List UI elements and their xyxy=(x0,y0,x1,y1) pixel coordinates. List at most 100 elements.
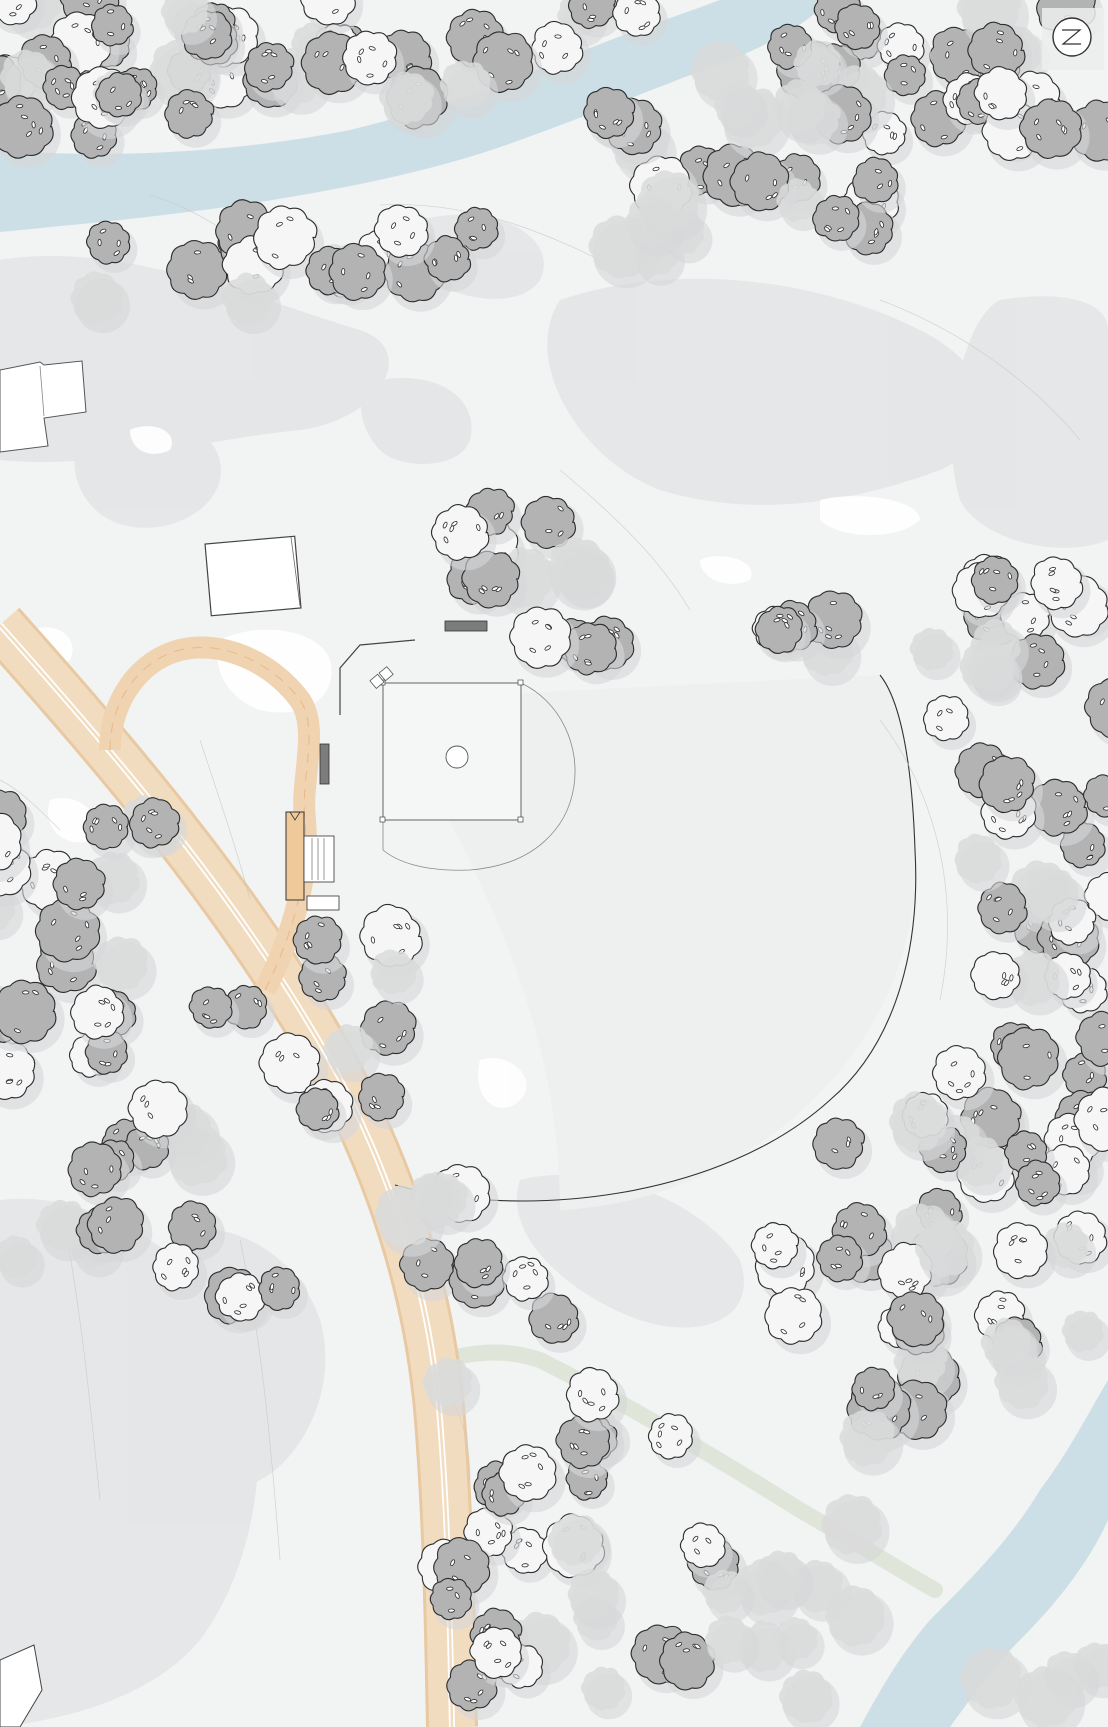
tree-branch-mark xyxy=(1101,1048,1108,1053)
tree-branch-mark xyxy=(322,51,329,57)
tree-icon xyxy=(970,951,1028,1009)
tree-canopy-shape xyxy=(0,1235,38,1279)
tree-branch-mark xyxy=(834,634,842,639)
tree-branch-mark xyxy=(505,1662,512,1668)
tree-canopy-shape xyxy=(244,41,295,93)
tree-canopy-shape xyxy=(292,915,343,965)
tree-branch-mark xyxy=(105,1206,113,1212)
tree-icon xyxy=(825,1585,894,1656)
tree-icon xyxy=(754,1550,814,1611)
tree-branch-mark xyxy=(920,1310,927,1317)
tree-icon xyxy=(531,20,591,84)
tree-canopy-shape xyxy=(429,1577,473,1621)
tree-canopy-shape xyxy=(127,1079,188,1139)
tree-branch-mark xyxy=(234,1310,242,1315)
tree-branch-mark xyxy=(820,8,825,17)
tree-icon xyxy=(501,1256,556,1311)
tree-canopy-shape xyxy=(1030,556,1084,611)
tree-canopy-shape xyxy=(704,1615,753,1665)
tree-branch-mark xyxy=(583,1429,591,1435)
tree-icon xyxy=(342,30,405,95)
tree-branch-mark xyxy=(996,1038,1002,1046)
tree-branch-mark xyxy=(978,1109,984,1116)
tree-icon xyxy=(567,1568,626,1629)
tree-branch-mark xyxy=(658,1422,665,1429)
tree-icon xyxy=(244,41,301,101)
tree-icon xyxy=(70,271,130,334)
tree-branch-mark xyxy=(402,216,410,221)
tree-canopy-shape xyxy=(750,1222,800,1270)
tree-canopy-shape xyxy=(358,1072,406,1122)
tree-branch-mark xyxy=(245,1285,252,1292)
tree-branch-mark xyxy=(491,586,499,591)
tree-branch-mark xyxy=(32,990,39,995)
tree-branch-mark xyxy=(996,38,1003,44)
tree-branch-mark xyxy=(950,1146,955,1154)
tree-branch-mark xyxy=(539,52,544,59)
tree-branch-mark xyxy=(253,997,259,1005)
tree-branch-mark xyxy=(332,8,339,14)
tree-branch-mark xyxy=(200,1230,206,1237)
tree-icon xyxy=(968,646,1023,703)
tree-icon xyxy=(702,1569,755,1623)
tree-icon xyxy=(883,54,934,105)
tree-branch-mark xyxy=(51,919,57,926)
tree-branch-mark xyxy=(946,708,953,714)
tree-canopy-shape xyxy=(923,695,970,742)
tree-branch-mark xyxy=(1087,1106,1093,1113)
tree-branch-mark xyxy=(1036,1196,1044,1201)
tree-canopy-shape xyxy=(567,1568,619,1620)
tree-branch-mark xyxy=(887,179,893,187)
tree-canopy-shape xyxy=(0,979,57,1045)
tree-branch-mark xyxy=(1016,783,1021,791)
tree-branch-mark xyxy=(525,1541,532,1548)
tree-branch-mark xyxy=(613,626,620,633)
tree-branch-mark xyxy=(773,617,781,623)
tree-branch-mark xyxy=(118,823,123,831)
tree-branch-mark xyxy=(113,1050,118,1058)
tree-branch-mark xyxy=(993,569,1001,575)
tree-branch-mark xyxy=(368,46,376,51)
tree-branch-mark xyxy=(587,1401,595,1406)
tree-branch-mark xyxy=(587,17,595,22)
tree-branch-mark xyxy=(339,64,345,71)
tree-branch-mark xyxy=(466,17,474,22)
tree-canopy-shape xyxy=(373,204,429,258)
tree-icon xyxy=(188,986,240,1038)
tree-icon xyxy=(258,1266,308,1319)
tree-branch-mark xyxy=(936,725,943,731)
tree-branch-mark xyxy=(947,1081,955,1087)
tree-branch-mark xyxy=(1030,617,1036,625)
tree-branch-mark xyxy=(178,107,184,114)
tree-icon xyxy=(439,60,499,120)
tree-branch-mark xyxy=(657,1430,662,1438)
tree-branch-mark xyxy=(471,1295,479,1300)
tree-branch-mark xyxy=(915,1394,923,1399)
building-shed xyxy=(204,535,302,617)
tree-icon xyxy=(82,803,137,860)
tree-icon xyxy=(839,1410,904,1476)
tree-branch-mark xyxy=(573,1443,579,1450)
tree-branch-mark xyxy=(652,166,660,172)
tree-canopy-shape xyxy=(1013,1666,1078,1727)
tree-canopy-shape xyxy=(886,1291,945,1348)
tree-branch-mark xyxy=(978,568,985,575)
tree-branch-mark xyxy=(489,1495,494,1503)
north-arrow-control[interactable] xyxy=(1042,8,1104,70)
tree-branch-mark xyxy=(868,1232,874,1240)
tree-branch-mark xyxy=(477,1689,484,1696)
tree-branch-mark xyxy=(514,49,520,57)
tree-icon xyxy=(565,1366,628,1432)
river-south xyxy=(860,1380,1108,1727)
tree-icon xyxy=(973,66,1036,130)
tree-branch-mark xyxy=(905,1278,913,1283)
tree-branch-mark xyxy=(1023,1157,1031,1163)
tree-branch-mark xyxy=(920,1415,927,1421)
tree-branch-mark xyxy=(524,1482,532,1487)
tree-canopy-shape xyxy=(714,81,760,128)
baseball-field xyxy=(339,639,917,1210)
tree-branch-mark xyxy=(845,1249,851,1256)
tree-branch-mark xyxy=(449,525,455,533)
tree-branch-mark xyxy=(116,239,121,247)
